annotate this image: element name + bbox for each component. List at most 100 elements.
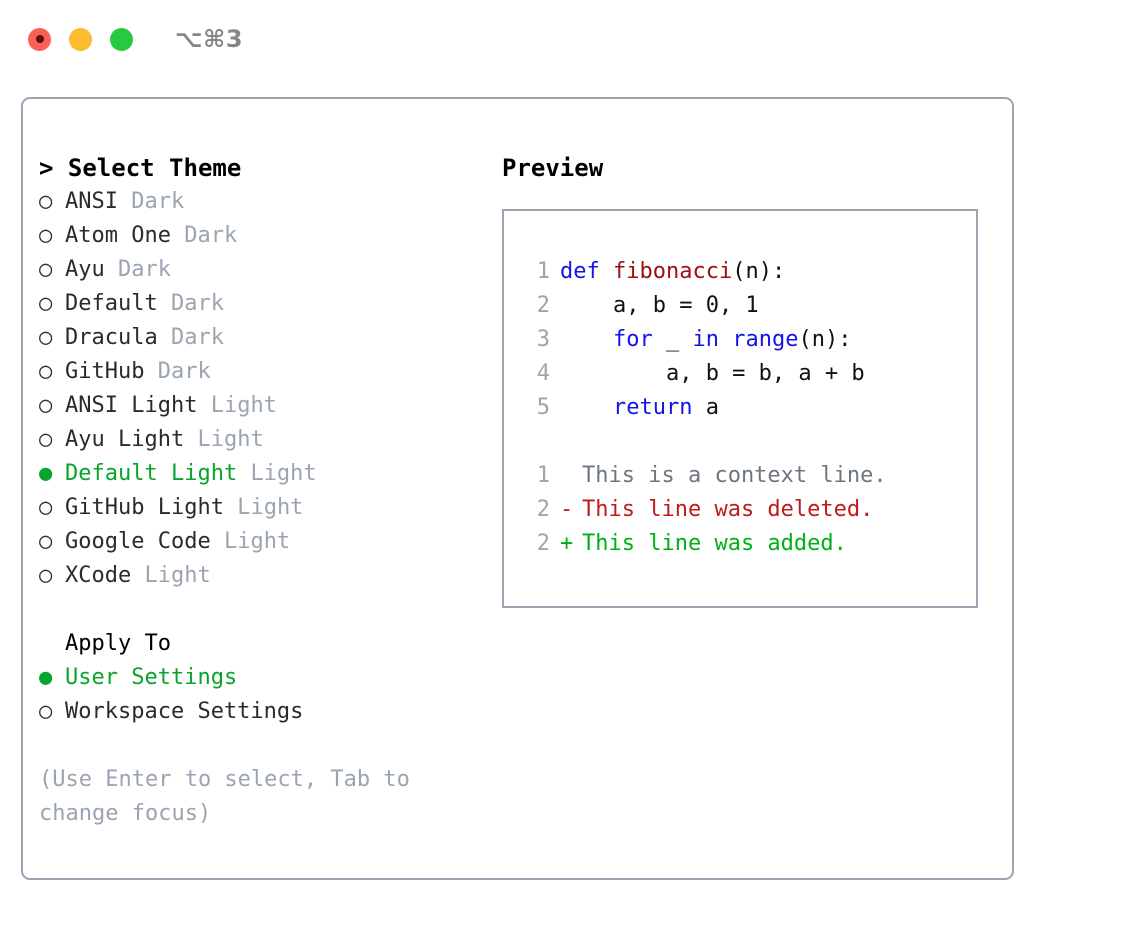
theme-option-default[interactable]: ○Default Dark — [39, 287, 489, 321]
theme-option-tag: Dark — [170, 325, 224, 350]
line-number: 5 — [536, 395, 550, 420]
line-number: 1 — [536, 463, 550, 488]
code-token — [560, 395, 613, 420]
select-theme-header: > Select Theme — [39, 154, 242, 182]
code-token: for — [612, 327, 653, 352]
radio-unselected-icon: ○ — [39, 189, 53, 214]
theme-option-label: GitHub — [65, 359, 145, 384]
theme-option-atom-one[interactable]: ○ Atom One Dark — [39, 219, 489, 253]
radio-selected-icon: ● — [39, 461, 53, 486]
code-token: (n): — [798, 327, 852, 352]
zoom-button-icon[interactable] — [110, 27, 133, 51]
code-token: a — [692, 395, 719, 420]
diff-line: 2 + This line was added. — [524, 527, 976, 561]
radio-unselected-icon: ○ — [39, 359, 53, 384]
diff-sign — [560, 459, 582, 493]
line-number: 2 — [536, 531, 550, 556]
theme-option-ansi-light[interactable]: ○ ANSI Light Light — [39, 389, 489, 423]
theme-option-label: XCode — [65, 563, 132, 588]
theme-option-label: Atom One — [65, 223, 171, 248]
code-token: a, b = 0, 1 — [560, 293, 759, 318]
keyboard-shortcut-label: ⌥⌘3 — [175, 25, 244, 53]
diff-text: This line was deleted. — [582, 497, 874, 522]
theme-option-github[interactable]: ○ GitHub Dark — [39, 355, 489, 389]
line-number: 1 — [536, 259, 550, 284]
section-spacer — [39, 593, 489, 627]
diff-sample: 1 This is a context line.2-This line was… — [524, 459, 976, 561]
keyboard-hint-text: (Use Enter to select, Tab to change focu… — [39, 767, 424, 826]
theme-option-tag: Light — [210, 393, 277, 418]
diff-text: This line was added. — [582, 531, 847, 556]
radio-unselected-icon: ○ — [39, 393, 53, 418]
theme-option-ayu-light[interactable]: ○ Ayu Light Light — [39, 423, 489, 457]
close-button-icon[interactable] — [28, 27, 51, 51]
code-token: _ — [652, 327, 693, 352]
theme-option-label: Ayu — [65, 257, 105, 282]
code-token: (n): — [732, 259, 786, 284]
radio-unselected-icon: ○ — [39, 325, 53, 350]
theme-option-tag: Light — [250, 461, 317, 486]
radio-unselected-icon: ○ — [39, 223, 53, 248]
radio-unselected-icon: ○ — [39, 495, 53, 520]
radio-selected-icon: ● — [39, 665, 53, 690]
radio-unselected-icon: ○ — [39, 529, 53, 554]
radio-unselected-icon: ○ — [39, 699, 53, 724]
code-token: return — [612, 395, 693, 420]
line-number: 3 — [536, 327, 550, 352]
minimize-button-icon[interactable] — [69, 27, 92, 51]
close-dot-icon — [35, 35, 44, 43]
theme-option-tag: Dark — [170, 291, 224, 316]
radio-unselected-icon: ○ — [39, 563, 53, 588]
theme-option-tag: Light — [223, 529, 291, 554]
line-number: 2 — [536, 293, 550, 318]
apply-to-option-workspace-settings[interactable]: ○ Workspace Settings — [39, 695, 489, 729]
code-line: 4 a, b = b, a + b — [524, 357, 976, 391]
theme-option-tag: Dark — [118, 257, 171, 282]
radio-unselected-icon: ○ — [39, 427, 53, 452]
diff-text: This is a context line. — [582, 463, 887, 488]
code-token: a, b = b, a + b — [560, 361, 865, 386]
apply-to-option-label: User Settings — [65, 665, 238, 690]
theme-option-label: Default Light — [65, 461, 238, 486]
traffic-light-controls — [28, 27, 133, 51]
line-number: 4 — [536, 361, 550, 386]
theme-option-tag: Light — [144, 563, 211, 588]
theme-option-xcode[interactable]: ○ XCode Light — [39, 559, 489, 593]
theme-option-label: Google Code — [65, 529, 211, 554]
theme-option-tag: Light — [197, 427, 264, 452]
diff-line: 1 This is a context line. — [524, 459, 976, 493]
title-bar: ⌥⌘3 — [0, 0, 1140, 78]
main-panel: > Select Theme ○ANSI Dark○Atom One Dark○… — [21, 97, 1014, 880]
radio-unselected-icon: ○ — [39, 257, 53, 282]
theme-option-label: Default — [65, 291, 158, 316]
theme-option-label: GitHub Light — [65, 495, 224, 520]
theme-option-tag: Dark — [131, 189, 185, 214]
theme-option-default-light[interactable]: ● Default Light Light — [39, 457, 489, 491]
diff-line: 2-This line was deleted. — [524, 493, 976, 527]
theme-option-tag: Dark — [157, 359, 211, 384]
code-line: 2 a, b = 0, 1 — [524, 289, 976, 323]
theme-option-label: Ayu Light — [65, 427, 185, 452]
theme-option-tag: Light — [237, 495, 304, 520]
theme-option-label: ANSI Light — [65, 393, 198, 418]
apply-to-option-user-settings[interactable]: ● User Settings — [39, 661, 489, 695]
theme-option-label: ANSI — [65, 189, 118, 214]
apply-to-option-label: Workspace Settings — [65, 699, 304, 724]
code-line: 5 return a — [524, 391, 976, 425]
code-token — [560, 327, 613, 352]
code-token: fibonacci — [612, 259, 733, 284]
theme-option-github-light[interactable]: ○ GitHub Light Light — [39, 491, 489, 525]
theme-option-tag: Dark — [184, 223, 238, 248]
diff-sign: + — [560, 531, 574, 556]
theme-option-ansi[interactable]: ○ ANSI Dark — [39, 185, 489, 219]
theme-option-ayu[interactable]: ○ Ayu Dark — [39, 253, 489, 287]
theme-option-google-code[interactable]: ○ Google Code Light — [39, 525, 489, 559]
code-line: 3 for _ in range(n): — [524, 323, 976, 357]
apply-to-header: Apply To — [65, 631, 171, 656]
theme-option-dracula[interactable]: ○Dracula Dark — [39, 321, 489, 355]
